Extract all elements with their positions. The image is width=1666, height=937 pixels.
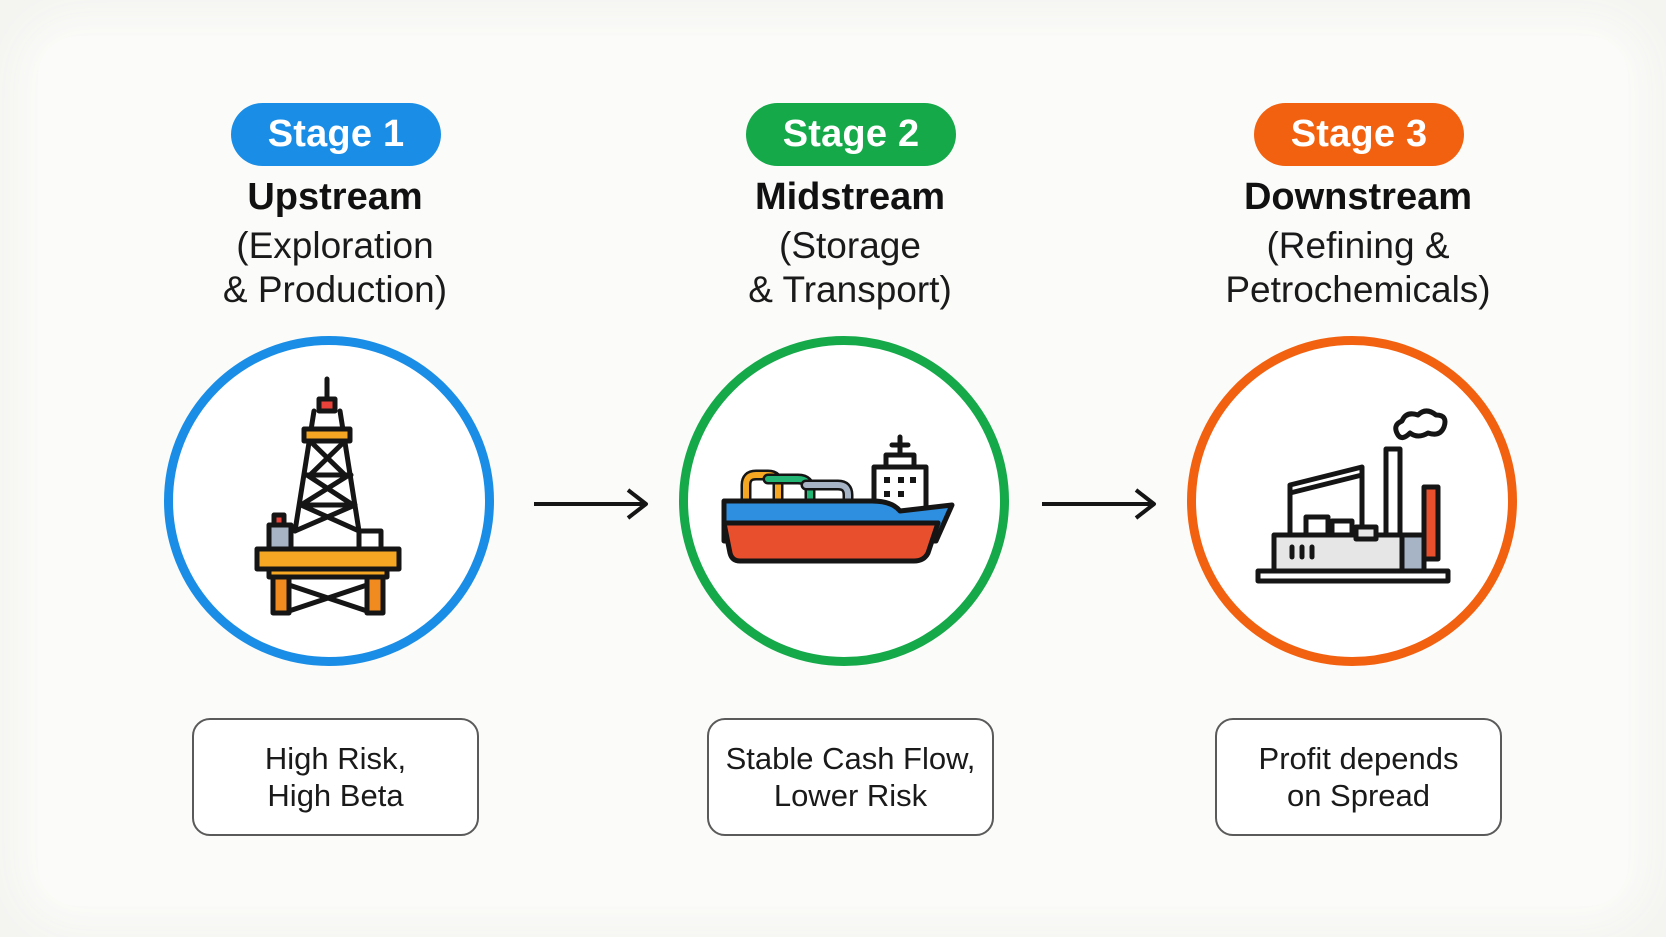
stage-title: Midstream	[754, 176, 946, 218]
stage-badge: Stage 1	[231, 103, 441, 166]
stage-subtitle: (Refining & Petrochemicals)	[1225, 225, 1491, 310]
stage-badge: Stage 2	[746, 103, 956, 166]
tanker-ship-icon	[721, 434, 955, 564]
stage-icon-circle	[1187, 336, 1517, 666]
arrow-right-icon	[1042, 488, 1156, 520]
stage-upstream: Stage 1 Upstream (Exploration & Producti…	[164, 0, 505, 937]
arrow-right-icon	[534, 488, 648, 520]
refinery-icon	[1255, 408, 1451, 584]
stage-title: Downstream	[1243, 176, 1473, 218]
stage-note: High Risk, High Beta	[192, 718, 479, 836]
stage-icon-circle	[679, 336, 1009, 666]
stage-subtitle: (Storage & Transport)	[748, 225, 952, 310]
stage-badge: Stage 3	[1254, 103, 1464, 166]
stage-icon-circle	[164, 336, 494, 666]
stage-note: Stable Cash Flow, Lower Risk	[707, 718, 994, 836]
stage-midstream: Stage 2 Midstream (Storage & Transport)	[679, 0, 1020, 937]
stage-downstream: Stage 3 Downstream (Refining & Petrochem…	[1187, 0, 1528, 937]
stage-subtitle: (Exploration & Production)	[222, 225, 448, 310]
oil-rig-icon	[254, 376, 402, 616]
stage-note: Profit depends on Spread	[1215, 718, 1502, 836]
stage-title: Upstream	[247, 176, 423, 218]
